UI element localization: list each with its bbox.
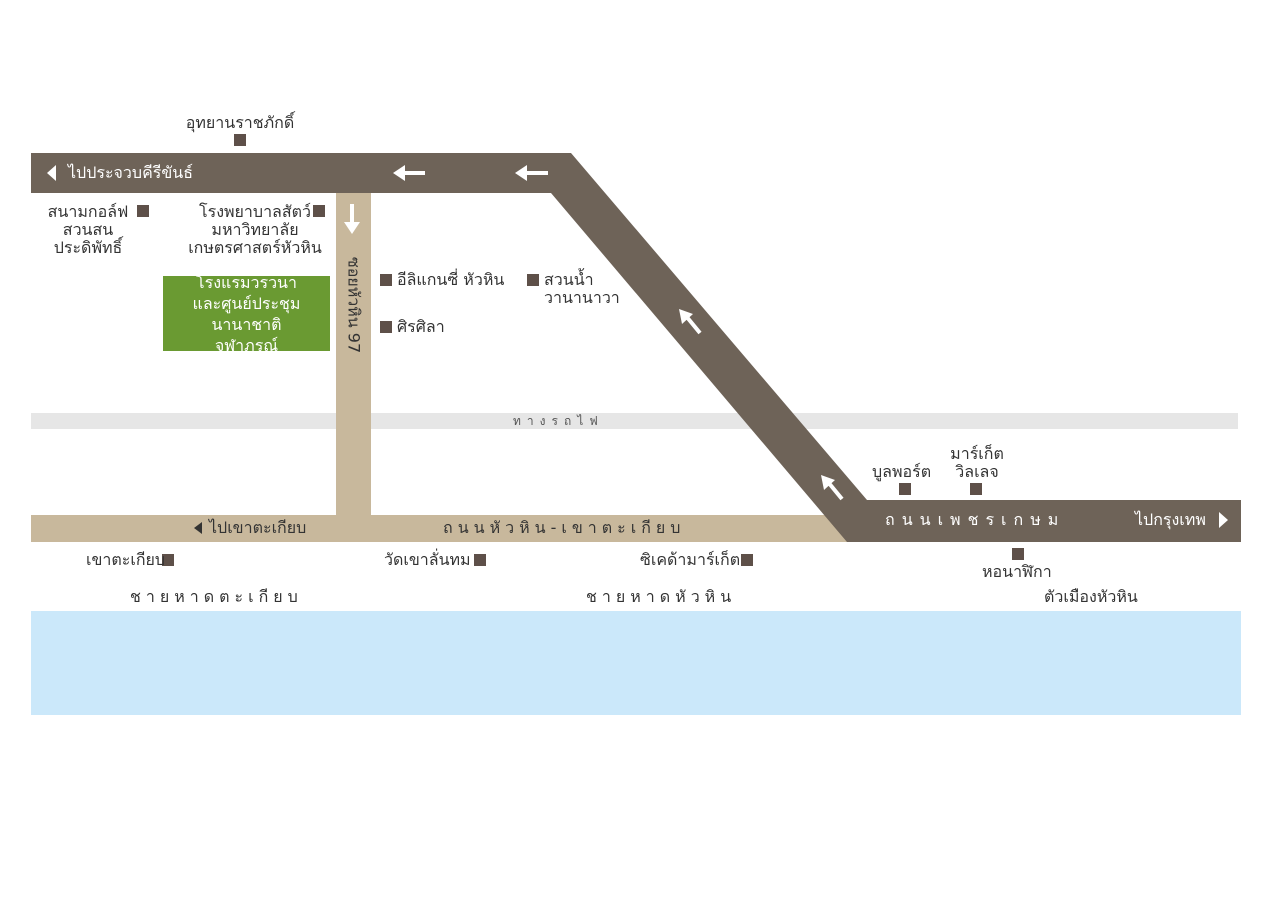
- sea-area: [31, 611, 1241, 715]
- landmark-marker: [313, 205, 325, 217]
- railway-label: ทางรถไฟ: [513, 414, 604, 428]
- hotel-box: โรงแรมวรวนา และศูนย์ประชุมนานาชาติ จุฬาภ…: [163, 273, 330, 355]
- vet-line-1: โรงพยาบาลสัตว์: [199, 202, 311, 221]
- clock-tower-label: หอนาฬิกา: [982, 562, 1052, 581]
- landmark-marker: [162, 554, 174, 566]
- market-line-1: มาร์เก็ต: [950, 444, 1004, 463]
- wat-khao-lan-tom-label: วัดเขาลั่นทม: [384, 550, 471, 569]
- landmark-marker: [234, 134, 246, 146]
- huahin-khaotakiap-road-label: ถนนหัวหิน-เขาตะเกียบ: [443, 518, 686, 537]
- bluport-label: บูลพอร์ต: [872, 462, 932, 481]
- landmark-marker: [380, 274, 392, 286]
- landmark-marker: [741, 554, 753, 566]
- arrow-left-icon: [515, 165, 548, 181]
- landmark-marker: [474, 554, 486, 566]
- soi-huahin-97-label: ซอยหัวหิน 97: [344, 256, 364, 354]
- to-prachuap-label: ไปประจวบคีรีขันธ์: [68, 163, 193, 182]
- phetkasem-road-label: ถนนเพชรเกษม: [885, 510, 1066, 529]
- vet-line-2: มหาวิทยาลัย: [211, 220, 299, 239]
- landmark-marker: [970, 483, 982, 495]
- hotel-name-line2: และศูนย์ประชุมนานาชาติ: [192, 293, 301, 334]
- market-village-label: มาร์เก็ต วิลเลจ: [940, 445, 1014, 481]
- to-khao-takiap-pointer-icon: [194, 522, 202, 534]
- to-bangkok-label: ไปกรุงเทพ: [1135, 510, 1206, 529]
- rajabhakti-park-label: อุทยานราชภักดิ์: [185, 113, 295, 132]
- to-bangkok-pointer-icon: [1219, 512, 1228, 528]
- elegance-huahin-label: อีลิแกนซี่ หัวหิน: [397, 270, 505, 289]
- arrow-left-icon: [393, 165, 425, 181]
- landmark-marker: [527, 274, 539, 286]
- vana-nava-label: สวนน้ำ วานานาวา: [544, 271, 620, 307]
- landmark-marker: [899, 483, 911, 495]
- phetkasem-road: [31, 153, 1241, 542]
- hotel-name-line3: จุฬาภรณ์: [214, 335, 279, 355]
- landmark-marker: [1012, 548, 1024, 560]
- vana-line-1: สวนน้ำ: [544, 270, 594, 289]
- hotel-name-line1: โรงแรมวรวนา: [196, 272, 297, 292]
- arrow-up-left-icon: [821, 475, 844, 501]
- sirasila-label: ศิรศิลา: [397, 317, 445, 336]
- golf-line-3: ประดิพัทธิ์: [53, 238, 123, 257]
- cicada-market-label: ซิเคด้ามาร์เก็ต: [640, 550, 741, 569]
- to-khao-takiap-label: ไปเขาตะเกียบ: [209, 518, 307, 537]
- golf-course-label: สนามกอล์ฟ สวนสน ประดิพัทธิ์: [38, 203, 138, 257]
- railway-line: [31, 413, 1238, 429]
- vana-line-2: วานานาวา: [544, 288, 620, 307]
- to-prachuap-pointer-icon: [47, 165, 56, 181]
- vet-hospital-label: โรงพยาบาลสัตว์ มหาวิทยาลัย เกษตรศาสตร์หั…: [175, 203, 335, 257]
- golf-line-1: สนามกอล์ฟ: [47, 202, 129, 221]
- arrow-down-icon: [344, 204, 360, 234]
- market-line-2: วิลเลจ: [955, 462, 999, 481]
- huahin-khaotakiap-road: [31, 515, 871, 542]
- landmark-marker: [380, 321, 392, 333]
- arrow-up-left-icon: [679, 309, 702, 335]
- soi-huahin-97-road: [336, 193, 371, 518]
- khao-takiap-label: เขาตะเกียบ: [86, 550, 166, 569]
- takiap-beach-label: ชายหาดตะเกียบ: [130, 587, 303, 606]
- landmark-marker: [137, 205, 149, 217]
- vet-line-3: เกษตรศาสตร์หัวหิน: [188, 238, 322, 257]
- huahin-beach-label: ชายหาดหัวหิน: [586, 587, 737, 606]
- golf-line-2: สวนสน: [62, 220, 114, 239]
- huahin-town-label: ตัวเมืองหัวหิน: [1044, 587, 1138, 606]
